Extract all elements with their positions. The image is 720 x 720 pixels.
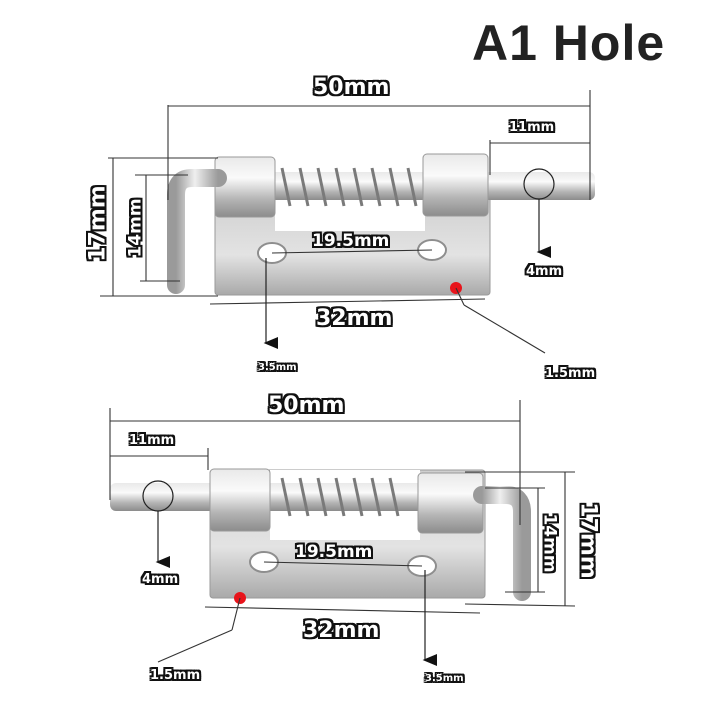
bottom-overall-height-label: 17mm: [575, 502, 601, 579]
bottom-bolt-diameter-label: 4mm: [142, 572, 179, 587]
top-hole-diameter-label: 3.5mm: [258, 362, 297, 373]
bottom-latch: [109, 400, 576, 666]
title: A1 Hole: [472, 15, 666, 71]
bottom-overall-length-label: 50mm: [268, 393, 345, 418]
top-latch: [100, 90, 595, 354]
top-plate-thickness-label: 1.5mm: [545, 366, 596, 381]
top-bolt-diameter-label: 4mm: [526, 264, 563, 279]
bottom-plate-thickness-label: 1.5mm: [150, 668, 201, 683]
bottom-hole-diameter-label: 3.5mm: [425, 673, 464, 684]
bottom-plate-length-label: 32mm: [303, 618, 380, 643]
top-bolt-extension-label: 11mm: [509, 120, 555, 135]
top-hole-spacing-label: 19.5mm: [312, 231, 390, 251]
top-handle-height-label: 14mm: [125, 198, 146, 258]
top-plate-length-label: 32mm: [316, 306, 393, 331]
top-overall-height-label: 17mm: [85, 185, 111, 262]
bottom-handle-height-label: 14mm: [539, 513, 560, 573]
bottom-hole-spacing-label: 19.5mm: [295, 542, 373, 562]
bottom-bolt-extension-label: 11mm: [129, 433, 175, 448]
top-overall-length-label: 50mm: [313, 75, 390, 100]
